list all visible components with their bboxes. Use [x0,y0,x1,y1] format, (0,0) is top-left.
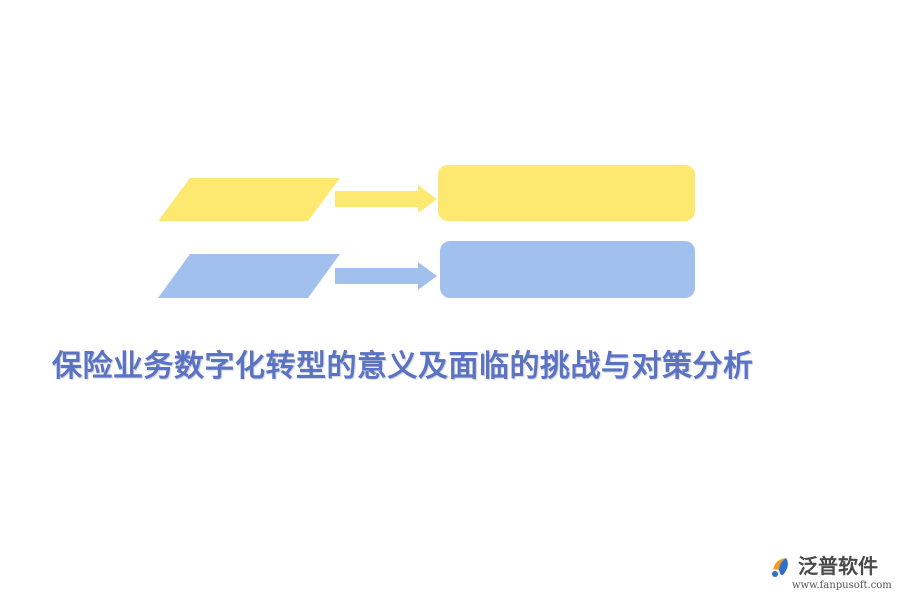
fanpu-logo: 泛普软件 www.fanpusoft.com [770,551,892,597]
blue-parallelogram [158,254,340,298]
yellow-arrow [335,185,437,213]
yellow-parallelogram [158,178,340,221]
fanpu-logo-icon [772,558,788,577]
yellow-box [438,165,695,221]
logo-name: 泛普软件 [798,554,878,578]
blue-arrow [335,262,437,290]
logo-url: www.fanpusoft.com [792,580,892,591]
page-title: 保险业务数字化转型的意义及面临的挑战与对策分析 [52,349,754,384]
blue-box [440,241,695,298]
